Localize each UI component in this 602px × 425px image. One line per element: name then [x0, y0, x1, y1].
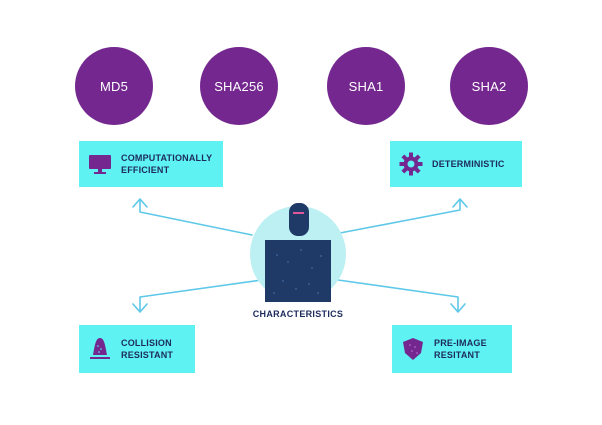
- arrow-computationally-efficient: [139, 199, 253, 236]
- hash-sha1-label: SHA1: [348, 78, 384, 94]
- hash-sha256-label: SHA256: [214, 78, 264, 94]
- hash-md5: MD5: [75, 47, 153, 125]
- hash-sha2: SHA2: [450, 47, 528, 125]
- hash-sha256: SHA256: [200, 47, 278, 125]
- box-deterministic: DETERMINISTIC: [390, 141, 522, 187]
- box-collision-resistant: COLLISION RESISTANT: [79, 325, 195, 373]
- person-icon: [250, 203, 346, 302]
- hash-sha1: SHA1: [327, 47, 405, 125]
- label-collision-resistant: COLLISION RESISTANT: [121, 338, 174, 360]
- characteristics-label: CHARACTERISTICS: [252, 309, 344, 319]
- label-pre-image-resitant: PRE-IMAGE RESITANT: [434, 338, 487, 360]
- arrow-pre-image-resitant: [337, 279, 459, 312]
- box-pre-image-resitant: PRE-IMAGE RESITANT: [392, 325, 512, 373]
- label-deterministic: DETERMINISTIC: [432, 159, 505, 169]
- hash-sha2-label: SHA2: [471, 78, 507, 94]
- monitor-icon: [89, 155, 111, 174]
- arrow-collision-resistant: [139, 279, 263, 312]
- gear-icon: [399, 152, 423, 176]
- hash-md5-label: MD5: [99, 78, 129, 94]
- box-computationally-efficient: COMPUTATIONALLY EFFICIENT: [79, 141, 223, 187]
- arrow-deterministic: [339, 199, 461, 234]
- label-computationally-efficient: COMPUTATIONALLY EFFICIENT: [121, 153, 213, 175]
- cone-icon: [90, 338, 110, 359]
- shield-icon: [403, 338, 423, 360]
